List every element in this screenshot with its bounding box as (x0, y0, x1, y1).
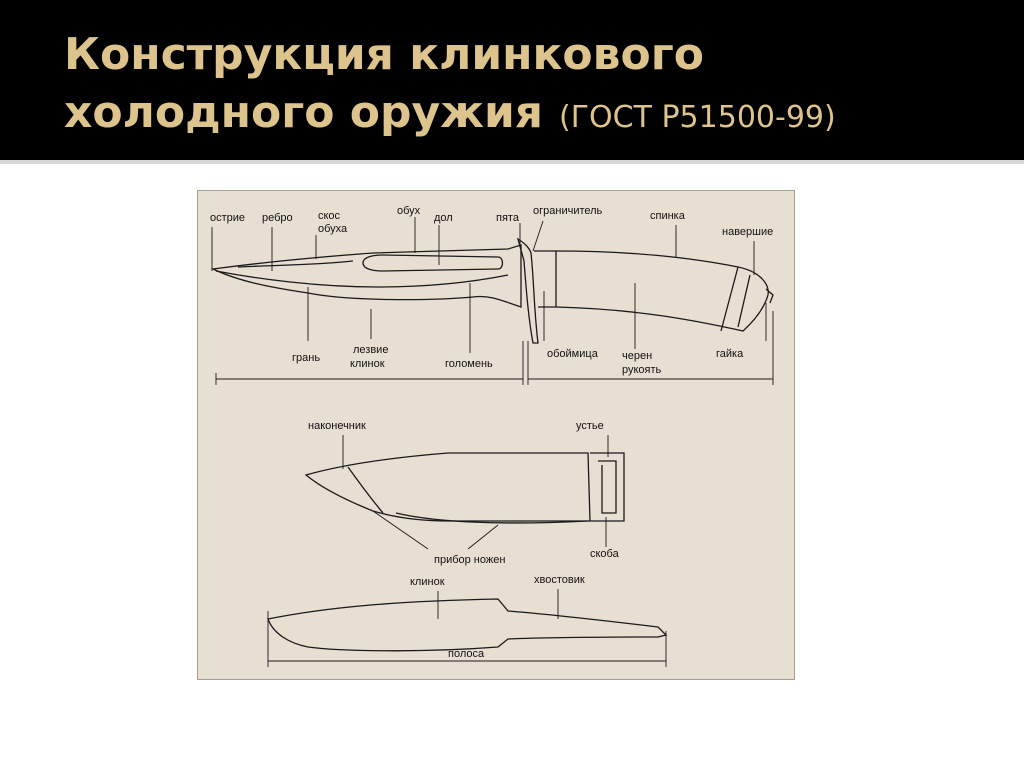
label-skoba: скоба (590, 548, 620, 560)
knife-labels: острие ребро скос обуха обух дол пята ог… (210, 205, 773, 376)
label-rebro: ребро (262, 212, 293, 224)
label-rukoyat: рукоять (622, 364, 662, 376)
blank-pointers (267, 589, 667, 667)
title-line-2: холодного оружия (64, 87, 544, 138)
sheath-clip (590, 452, 625, 522)
ferrule (534, 250, 557, 308)
blank-outline (267, 598, 668, 652)
label-ustye: устье (576, 420, 604, 432)
sheath-line-2 (395, 512, 589, 524)
fuller (362, 254, 504, 272)
label-oboymitsa: обоймица (547, 348, 599, 360)
label-golomen: голомень (445, 358, 493, 370)
sheath-drawing (304, 452, 625, 524)
label-blank-klinok: клинок (410, 576, 445, 588)
label-dol: дол (434, 212, 453, 224)
pommel-cap (737, 274, 751, 328)
blank-drawing (267, 598, 668, 652)
label-hvostovik: хвостовик (534, 574, 585, 586)
label-skos-2: обуха (318, 223, 348, 235)
false-edge-line (237, 260, 354, 268)
blade-bevel-line (215, 270, 509, 288)
slide-title: Конструкция клинкового холодного оружия (… (64, 26, 836, 147)
blank-labels: клинок хвостовик полоса (410, 574, 585, 660)
label-ostrie: острие (210, 212, 245, 224)
sheath-labels: наконечник устье прибор ножен скоба (308, 420, 620, 566)
label-gayka: гайка (716, 348, 744, 360)
guard (516, 237, 539, 344)
label-klinok: клинок (350, 358, 385, 370)
sheath-pointers (342, 435, 609, 550)
knife-diagram: острие ребро скос обуха обух дол пята ог… (197, 190, 795, 680)
header-divider (0, 160, 1024, 164)
sheath-tip-line (347, 466, 384, 514)
label-lezvie: лезвие (353, 344, 388, 356)
handle (555, 250, 769, 332)
label-cheren: черен (622, 350, 652, 362)
diagram-svg: острие ребро скос обуха обух дол пята ог… (210, 205, 774, 667)
label-nakonechnik: наконечник (308, 420, 366, 432)
label-obuh: обух (397, 205, 421, 217)
label-spinka: спинка (650, 210, 686, 222)
pommel (720, 266, 739, 332)
label-ogranichitel: ограничитель (533, 205, 603, 217)
slide-header: Конструкция клинкового холодного оружия (… (0, 0, 1024, 160)
label-pribor-nozhen: прибор ножен (434, 554, 505, 566)
pommel-nut (765, 288, 774, 304)
label-gran: грань (292, 352, 320, 364)
sheath-outline (304, 452, 591, 522)
title-standard: (ГОСТ Р51500-99) (559, 100, 836, 135)
label-pyata: пята (496, 212, 520, 224)
blade-outline (210, 244, 522, 308)
knife-pointers (211, 217, 774, 385)
label-navershie: навершие (722, 226, 773, 238)
label-skos-1: скос (318, 210, 341, 222)
title-line-1: Конструкция клинкового (64, 29, 704, 80)
knife-drawing (210, 237, 774, 344)
label-polosa: полоса (448, 648, 485, 660)
